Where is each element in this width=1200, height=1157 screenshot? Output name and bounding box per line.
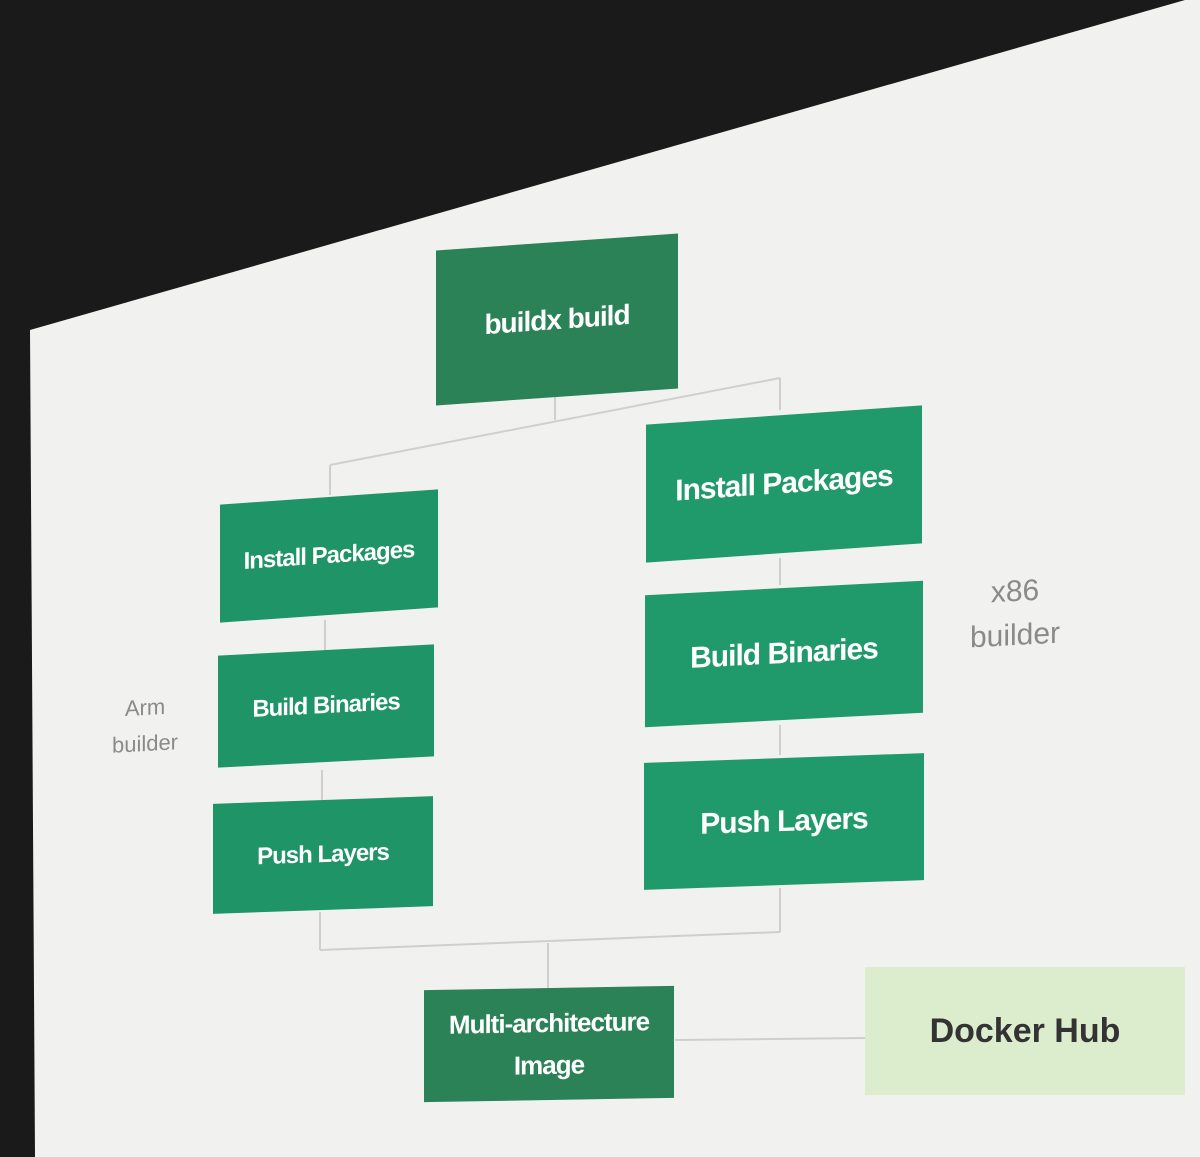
multi-architecture-image-label-line1: Multi-architecture — [448, 1006, 650, 1040]
connector-lines — [319, 377, 866, 1041]
x86-install-packages-label: Install Packages — [675, 459, 893, 508]
multi-architecture-image-node: Multi-architecture Image — [424, 985, 674, 1103]
x86-builder-label-line1: x86 — [990, 573, 1040, 610]
buildx-build-label: buildx build — [484, 298, 630, 340]
multi-architecture-image-label-line2: Image — [513, 1049, 585, 1081]
arm-builder-label: Arm builder — [105, 688, 185, 764]
x86-builder-label-line2: builder — [969, 616, 1061, 655]
arm-builder-label-line2: builder — [111, 729, 179, 758]
docker-hub-node: Docker Hub — [865, 967, 1185, 1095]
connector-merge-bar — [319, 931, 781, 951]
buildx-build-node: buildx build — [436, 233, 678, 406]
arm-install-packages-node: Install Packages — [220, 489, 438, 623]
arm-builder-label-line1: Arm — [124, 693, 166, 722]
x86-build-binaries-node: Build Binaries — [645, 580, 923, 728]
arm-push-layers-node: Push Layers — [213, 796, 433, 914]
x86-build-binaries-label: Build Binaries — [690, 632, 878, 675]
connector-branch-bar — [329, 377, 781, 466]
x86-push-layers-label: Push Layers — [700, 801, 868, 841]
connector-to-registry — [674, 1037, 866, 1041]
arm-build-binaries-label: Build Binaries — [252, 688, 400, 723]
docker-hub-label: Docker Hub — [929, 1011, 1121, 1050]
x86-push-layers-node: Push Layers — [644, 753, 924, 890]
x86-install-packages-node: Install Packages — [646, 405, 922, 563]
arm-install-packages-label: Install Packages — [243, 536, 415, 575]
arm-push-layers-label: Push Layers — [257, 838, 389, 871]
arm-build-binaries-node: Build Binaries — [218, 644, 434, 768]
x86-builder-label: x86 builder — [955, 567, 1075, 661]
